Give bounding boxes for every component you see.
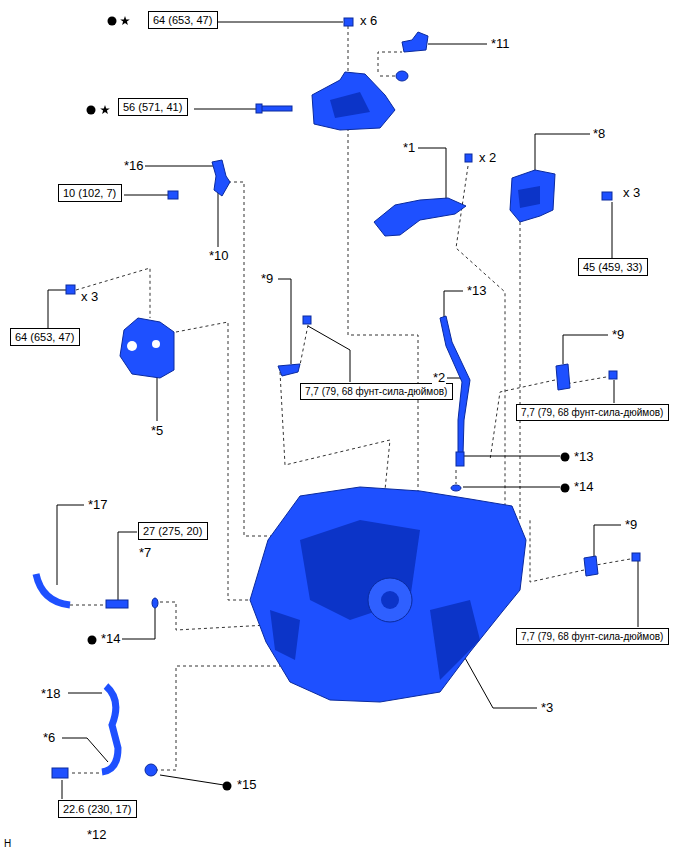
torque-box: 64 (653, 47) [148, 11, 218, 29]
torque-spec: 64 (653, 47) [153, 14, 213, 26]
callout-number: *6 [42, 731, 56, 745]
callout-number: *9 [260, 272, 274, 286]
callout-number: *15 [236, 778, 258, 792]
torque-box: 7,7 (79, 68 фунт-сила-дюймов) [516, 628, 669, 645]
callout-number: *5 [150, 424, 164, 438]
torque-spec: 45 (459, 33) [583, 261, 643, 273]
callout-number: *16 [123, 159, 145, 173]
torque-box: 22.6 (230, 17) [58, 800, 137, 818]
torque-spec: 7,7 (79, 68 фунт-сила-дюймов) [521, 407, 664, 418]
callout-number: *3 [540, 701, 554, 715]
callout-number: *14 [100, 632, 122, 646]
torque-spec: 22.6 (230, 17) [63, 803, 132, 815]
torque-box: 64 (653, 47) [10, 328, 80, 346]
torque-spec: 7,7 (79, 68 фунт-сила-дюймов) [305, 386, 448, 397]
torque-box: 7,7 (79, 68 фунт-сила-дюймов) [516, 404, 669, 421]
callout-number: *2 [432, 371, 446, 385]
callout-number: H [3, 838, 12, 849]
callout-number: *17 [87, 498, 109, 512]
torque-box: 7,7 (79, 68 фунт-сила-дюймов) [300, 383, 453, 400]
torque-spec: 7,7 (79, 68 фунт-сила-дюймов) [521, 631, 664, 642]
callout-number: *14 [573, 480, 595, 494]
torque-spec: 56 (571, 41) [123, 101, 183, 113]
callout-number: *13 [466, 284, 488, 298]
parts [36, 18, 640, 778]
torque-box: 56 (571, 41) [118, 98, 188, 116]
callout-number: *12 [86, 828, 108, 842]
callout-number: *18 [40, 687, 62, 701]
callout-number: *9 [624, 518, 638, 532]
torque-spec: 27 (275, 20) [143, 525, 203, 537]
assembly-lines [70, 26, 636, 773]
callout-number: *1 [402, 141, 416, 155]
quantity-label: x 3 [80, 290, 99, 304]
callout-number: *13 [573, 450, 595, 464]
callout-number: *11 [490, 37, 511, 51]
callout-number: *10 [208, 249, 230, 263]
callout-number: *9 [611, 328, 625, 342]
symbols [87, 16, 570, 791]
torque-box: 27 (275, 20) [138, 522, 208, 540]
torque-box: 45 (459, 33) [578, 258, 648, 276]
callout-number: *8 [592, 127, 606, 141]
torque-spec: 64 (653, 47) [15, 331, 75, 343]
torque-spec: 10 (102, 7) [63, 187, 117, 199]
torque-box: 10 (102, 7) [58, 184, 122, 202]
quantity-label: x 3 [622, 186, 641, 200]
callout-number: *7 [138, 546, 152, 560]
quantity-label: x 2 [478, 151, 497, 165]
quantity-label: x 6 [359, 14, 378, 28]
